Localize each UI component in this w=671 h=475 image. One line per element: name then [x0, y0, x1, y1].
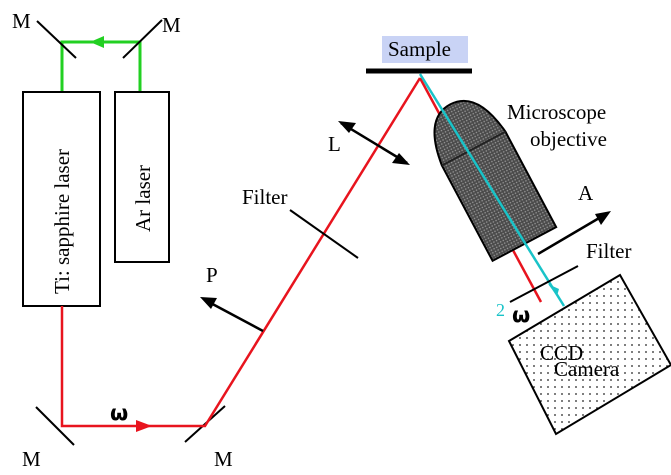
mirror-bottom-left	[35, 406, 75, 446]
polarizer-label: P	[206, 263, 218, 287]
mirror-top-left	[36, 20, 77, 59]
objective-body	[433, 99, 558, 263]
pump-beam	[60, 40, 142, 92]
sample-label: Sample	[388, 37, 451, 61]
polarizer-arrow-shaft	[204, 298, 264, 333]
ccd-camera	[507, 273, 671, 436]
mirror-label-top-right: M	[162, 13, 181, 37]
lens-axis	[340, 121, 408, 165]
lens-arrow-end	[392, 153, 410, 165]
shg-beam-arrow	[548, 284, 559, 296]
shg-beam	[418, 73, 566, 307]
filter-ccd-label: Filter	[586, 239, 632, 263]
microscope-label-line1: Microscope	[507, 100, 606, 124]
mirror-label-top-left: M	[12, 9, 31, 33]
fundamental-beam-arrow	[136, 420, 152, 432]
pump-beam-path	[60, 40, 142, 92]
pump-beam-arrow	[90, 36, 104, 48]
ar-laser	[114, 91, 170, 263]
ti-sapphire-laser	[22, 91, 101, 307]
filter-ccd	[509, 265, 579, 303]
microscope-objective	[433, 99, 558, 263]
microscope-label-line2: objective	[530, 127, 607, 151]
shg-omega-label: ω	[512, 303, 530, 327]
ccd-label-line1: CCD	[540, 341, 583, 365]
lens-arrow-start	[338, 121, 356, 133]
polarizer-arrow-head	[200, 297, 217, 309]
mirror-top-right	[122, 19, 163, 59]
mirror-label-bottom-left: M	[22, 447, 41, 470]
ar-laser-label: Ar laser	[131, 165, 155, 232]
analyzer-arrow-shaft	[537, 212, 607, 256]
ti-sapphire-laser-label: Ti: sapphire laser	[50, 149, 74, 294]
analyzer-arrow-head	[595, 211, 611, 225]
filter-incoming	[289, 209, 359, 259]
lens-label: L	[328, 132, 341, 156]
sample-highlight	[382, 36, 468, 63]
analyzer-label: A	[578, 181, 594, 205]
ccd-label-line2: Camera	[554, 357, 620, 381]
objective-ridge	[441, 130, 506, 167]
omega-label: ω	[110, 401, 128, 425]
shg-two-label: 2	[496, 300, 505, 320]
fundamental-beam-path-in	[60, 77, 422, 428]
mirror-label-bottom-right: M	[214, 447, 233, 470]
filter-incoming-label: Filter	[242, 185, 288, 209]
